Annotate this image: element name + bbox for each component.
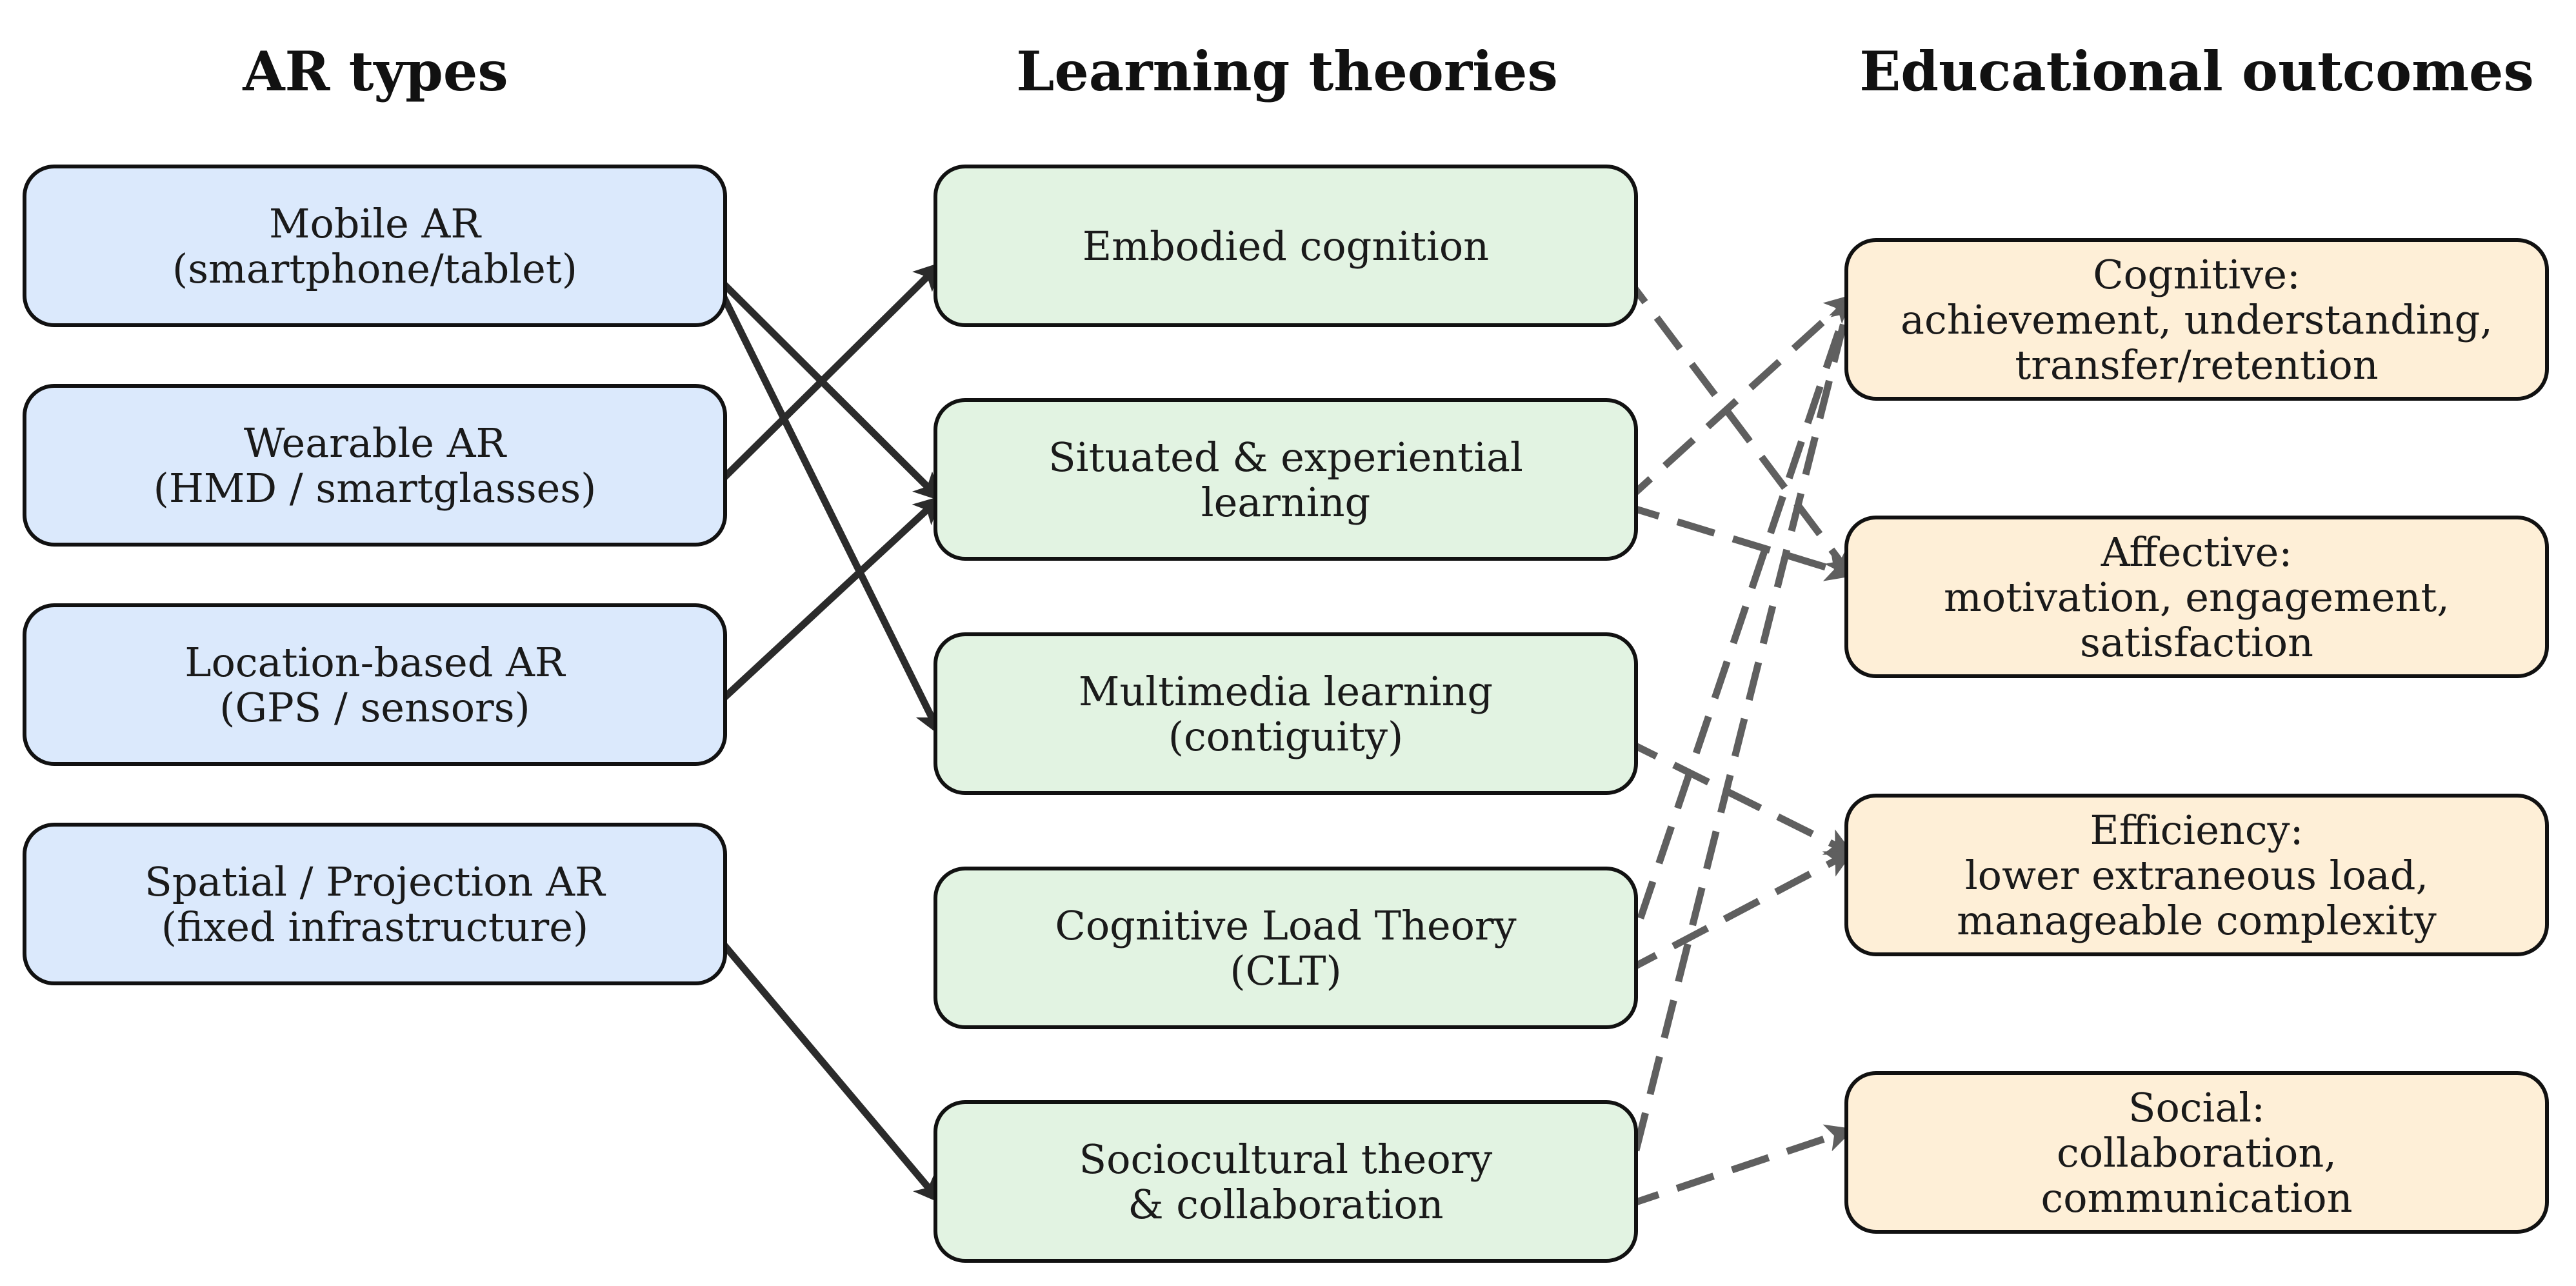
node-box-socio <box>934 1100 1638 1263</box>
node-label-situated-line-0: Situated & experiential <box>1048 434 1523 481</box>
node-label-multimedia-line-0: Multimedia learning <box>1079 668 1493 715</box>
node-label-spatial-line-0: Spatial / Projection AR <box>145 858 606 905</box>
edge-embodied-to-affective <box>1619 269 1853 578</box>
node-label-affective-line-1: motivation, engagement, <box>1944 574 2450 621</box>
node-wearable: Wearable AR(HMD / smartglasses) <box>23 384 727 547</box>
node-location: Location-based AR(GPS / sensors) <box>23 603 727 766</box>
edge-mobile-to-situated <box>708 268 943 502</box>
node-label-wearable-line-1: (HMD / smartglasses) <box>154 465 597 512</box>
edge-clt-to-cognitive <box>1618 293 1856 975</box>
node-cognitive: Cognitive:achievement, understanding,tra… <box>1844 238 2549 401</box>
node-label-spatial-line-1: (fixed infrastructure) <box>161 903 588 950</box>
node-efficiency: Efficiency:lower extraneous load,managea… <box>1844 794 2549 956</box>
node-multimedia: Multimedia learning(contiguity) <box>934 632 1638 795</box>
node-embodied: Embodied cognition <box>934 165 1638 327</box>
node-box-efficiency <box>1844 794 2549 956</box>
node-label-mobile-line-1: (smartphone/tablet) <box>172 245 577 292</box>
edge-mobile-to-multimedia <box>708 269 943 737</box>
node-box-affective <box>1844 516 2549 678</box>
node-label-location-line-0: Location-based AR <box>185 639 566 686</box>
node-box-wearable <box>23 384 727 547</box>
edge-wearable-to-embodied <box>708 261 943 494</box>
column-title-educational-outcomes: Educational outcomes <box>1859 39 2534 103</box>
node-box-multimedia <box>934 632 1638 795</box>
node-label-efficiency-line-2: manageable complexity <box>1957 897 2437 944</box>
node-label-location-line-1: (GPS / sensors) <box>219 684 530 731</box>
node-label-cognitive-line-1: achievement, understanding, <box>1901 296 2493 343</box>
node-spatial: Spatial / Projection AR(fixed infrastruc… <box>23 823 727 985</box>
node-label-multimedia-line-1: (contiguity) <box>1168 713 1404 760</box>
node-label-affective-line-2: satisfaction <box>2080 619 2313 666</box>
edge-spatial-to-socio <box>708 927 943 1204</box>
edge-socio-to-cognitive <box>1618 293 1859 1208</box>
node-label-clt-line-0: Cognitive Load Theory <box>1055 902 1516 949</box>
node-label-wearable-line-0: Wearable AR <box>244 419 508 467</box>
node-label-social-line-1: collaboration, <box>2057 1129 2337 1176</box>
node-label-social-line-0: Social: <box>2128 1084 2265 1131</box>
edge-situated-to-affective <box>1621 501 1855 581</box>
column-title-learning-theories: Learning theories <box>1016 39 1557 103</box>
edge-location-to-situated <box>708 496 943 713</box>
edges <box>708 261 1859 1211</box>
nodes: Mobile AR(smartphone/tablet)Wearable AR(… <box>23 165 2549 1263</box>
node-label-mobile-line-0: Mobile AR <box>269 200 482 247</box>
node-label-cognitive-line-0: Cognitive: <box>2093 251 2301 298</box>
node-label-social-line-2: communication <box>2041 1174 2352 1221</box>
column-title-ar-types: AR types <box>242 39 508 103</box>
node-box-spatial <box>23 823 727 985</box>
node-label-socio-line-0: Sociocultural theory <box>1079 1136 1493 1183</box>
edge-clt-to-efficiency <box>1620 849 1854 977</box>
edge-socio-to-social <box>1621 1124 1855 1211</box>
edge-situated-to-cognitive <box>1619 294 1853 508</box>
node-affective: Affective:motivation, engagement,satisfa… <box>1844 516 2549 678</box>
node-box-cognitive <box>1844 238 2549 401</box>
node-mobile: Mobile AR(smartphone/tablet) <box>23 165 727 327</box>
node-box-social <box>1844 1071 2549 1234</box>
edge-multimedia-to-efficiency <box>1620 736 1854 856</box>
node-label-clt-line-1: (CLT) <box>1230 947 1341 994</box>
node-clt: Cognitive Load Theory(CLT) <box>934 867 1638 1029</box>
node-label-efficiency-line-0: Efficiency: <box>2090 807 2304 854</box>
node-label-cognitive-line-2: transfer/retention <box>2015 341 2378 388</box>
node-socio: Sociocultural theory& collaboration <box>934 1100 1638 1263</box>
node-box-mobile <box>23 165 727 327</box>
node-box-embodied <box>934 165 1638 327</box>
node-label-socio-line-1: & collaboration <box>1128 1181 1443 1228</box>
node-label-embodied-line-0: Embodied cognition <box>1083 223 1489 270</box>
node-social: Social:collaboration,communication <box>1844 1071 2549 1234</box>
node-box-clt <box>934 867 1638 1029</box>
node-label-situated-line-1: learning <box>1201 479 1371 526</box>
node-box-location <box>23 603 727 766</box>
node-box-situated <box>934 398 1638 561</box>
node-label-efficiency-line-1: lower extraneous load, <box>1965 852 2428 899</box>
node-label-affective-line-0: Affective: <box>2101 528 2293 576</box>
